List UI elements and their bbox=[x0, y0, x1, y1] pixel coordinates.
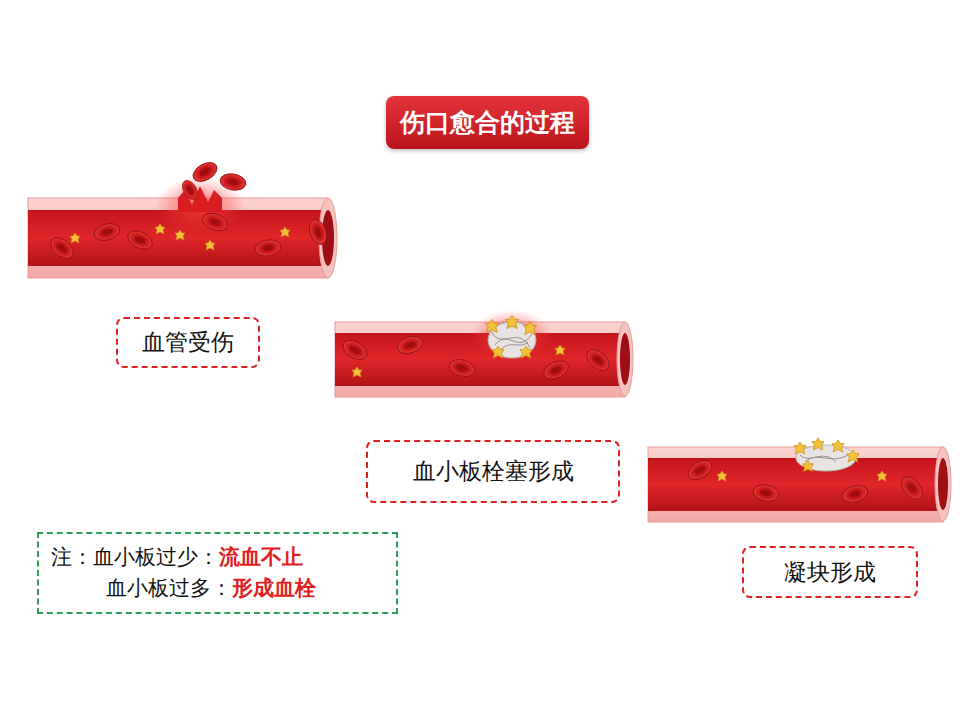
warning-text: 形成血栓 bbox=[232, 576, 316, 600]
step-label: 血管受伤 bbox=[142, 327, 234, 358]
step-box: 凝块形成 bbox=[742, 546, 918, 598]
step-box: 血小板栓塞形成 bbox=[366, 440, 620, 503]
title-text: 伤口愈合的过程 bbox=[400, 108, 575, 137]
warning-text: 流血不止 bbox=[219, 545, 303, 569]
step-label: 凝块形成 bbox=[784, 557, 876, 588]
note-text: 注： bbox=[51, 545, 93, 569]
note-box: 注：血小板过少：流血不止血小板过多：形成血栓 bbox=[37, 532, 398, 614]
title-banner: 伤口愈合的过程 bbox=[386, 96, 589, 149]
note-line: 血小板过多：形成血栓 bbox=[51, 573, 384, 604]
note-line: 注：血小板过少：流血不止 bbox=[51, 542, 384, 573]
step-label: 血小板栓塞形成 bbox=[413, 456, 574, 487]
note-text: 血小板过少： bbox=[93, 545, 219, 569]
note-text: 血小板过多： bbox=[106, 576, 232, 600]
step-box: 血管受伤 bbox=[116, 317, 260, 368]
